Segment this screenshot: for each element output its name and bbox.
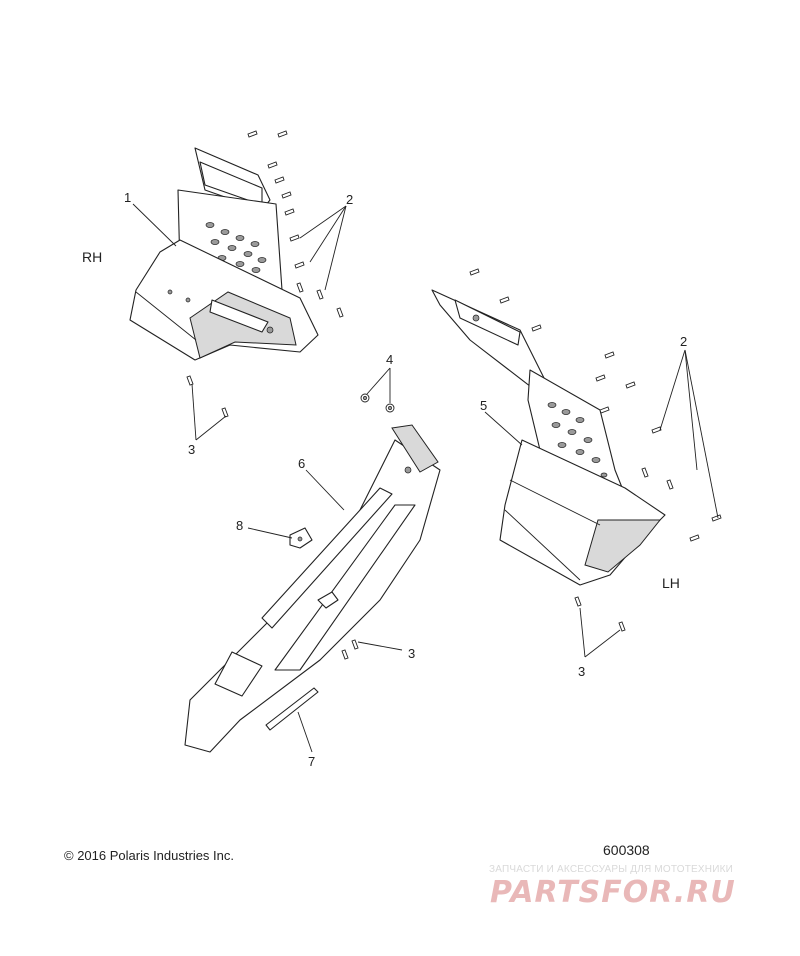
callout-3-rh: 3 [188, 442, 195, 457]
callout-3-lh: 3 [578, 664, 585, 679]
part-1-rh-footwell [129, 147, 319, 361]
part-5-lh-footwell [431, 289, 666, 586]
callout-1: 1 [124, 190, 131, 205]
callout-2-rh: 2 [346, 192, 353, 207]
bolts-lh [341, 268, 722, 660]
leader-lines [132, 203, 719, 753]
lh-panel-holes [547, 402, 608, 478]
part-4-nuts [360, 393, 395, 413]
copyright-notice: © 2016 Polaris Industries Inc. [64, 848, 234, 863]
part-8-bracket [289, 527, 313, 549]
part-6-floor-rail [184, 424, 441, 753]
callout-3-rail: 3 [408, 646, 415, 661]
callout-4: 4 [386, 352, 393, 367]
callout-7: 7 [308, 754, 315, 769]
watermark-tagline: ЗАПЧАСТИ И АКСЕССУАРЫ ДЛЯ МОТОТЕХНИКИ [489, 864, 734, 875]
part-7-strip [265, 687, 319, 731]
side-label-lh: LH [662, 575, 680, 591]
bolts-rh [186, 130, 344, 418]
diagram-number: 600308 [603, 842, 650, 858]
callout-5: 5 [480, 398, 487, 413]
callout-8: 8 [236, 518, 243, 533]
callout-6: 6 [298, 456, 305, 471]
watermark-logo: PARTSFOR.RU [490, 875, 736, 910]
callout-2-lh: 2 [680, 334, 687, 349]
side-label-rh: RH [82, 249, 102, 265]
